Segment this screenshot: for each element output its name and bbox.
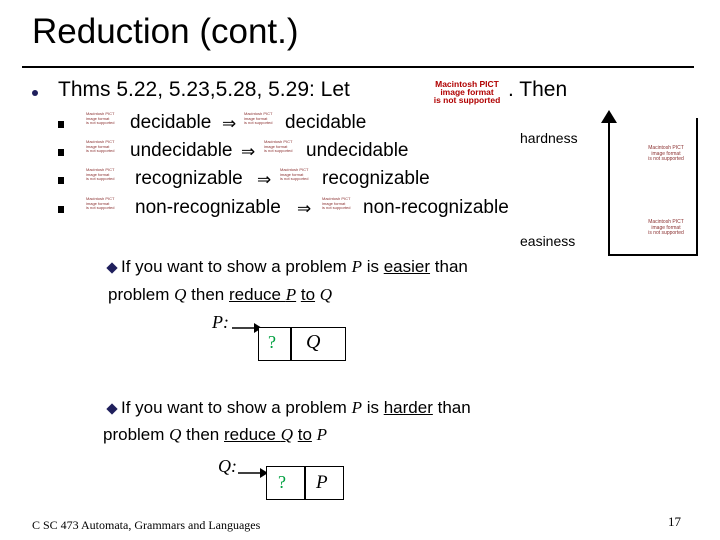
hardness-arrow-line [608,118,610,256]
bracket-right [696,118,698,256]
bullet-dot [32,90,38,96]
box-target: Q [306,331,321,353]
harder-diagram-label: Q: [218,456,237,476]
item-right: non-recognizable [363,197,509,218]
arrow-right-icon [238,468,268,478]
item-left: undecidable [130,140,233,161]
item-left: decidable [130,112,212,133]
square-bullet [58,177,64,184]
implies-icon: ⇒ [241,142,256,162]
reduction-box [258,327,346,361]
slide-title: Reduction (cont.) [32,12,299,51]
title-rule [22,66,694,68]
diamond-bullet [106,403,118,415]
item-right: recognizable [322,168,430,189]
easier-diagram-label: P: [212,312,229,332]
item-left: non-recognizable [135,197,281,218]
item-right: decidable [285,112,367,133]
unknown-mark: ? [268,332,276,352]
square-bullet [58,121,64,128]
box-target: P [316,472,328,493]
reduction-box-divider [290,327,292,360]
easier-line-1: If you want to show a problem P is easie… [121,257,468,276]
easier-line-2: problem Q then reduce P to Q [108,285,333,304]
diamond-bullet [106,262,118,274]
easiness-label: easiness [520,233,576,249]
theorem-lead: Thms 5.22, 5.23,5.28, 5.29: Let [58,78,350,101]
square-bullet [58,149,64,156]
implies-icon: ⇒ [222,114,237,134]
reduction-box-divider [304,466,306,499]
course-footer: C SC 473 Automata, Grammars and Language… [32,518,261,532]
item-right: undecidable [306,140,409,161]
square-bullet [58,206,64,213]
harder-line-2: problem Q then reduce Q to P [103,425,328,444]
item-left: recognizable [135,168,243,189]
harder-line-1: If you want to show a problem P is harde… [121,398,471,417]
unknown-mark: ? [278,472,286,492]
page-number: 17 [668,514,681,529]
implies-icon: ⇒ [297,199,312,219]
bracket-bottom [608,254,698,256]
missing-image-placeholder: Macintosh PICT image format is not suppo… [433,79,501,105]
theorem-then: . Then [508,78,568,101]
hardness-label: hardness [520,130,578,146]
arrow-up-icon [601,110,617,123]
implies-icon: ⇒ [257,170,272,190]
